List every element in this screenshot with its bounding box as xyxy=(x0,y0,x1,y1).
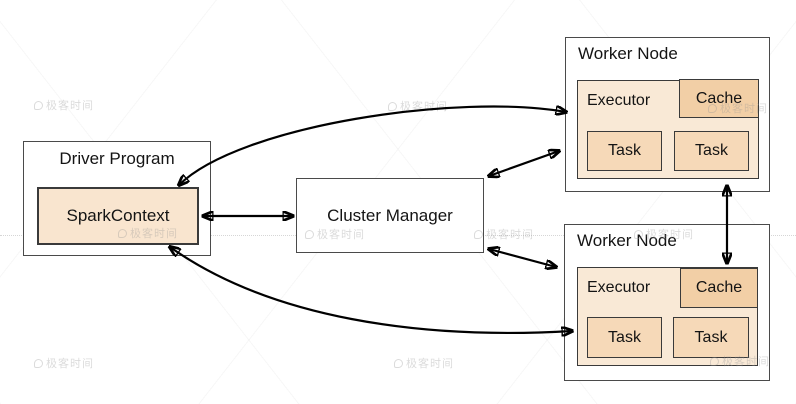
watermark-logo-icon xyxy=(394,358,403,368)
watermark-text: 极客时间 xyxy=(406,358,454,370)
watermark: 极客时间 xyxy=(34,355,94,371)
watermark-text: 极客时间 xyxy=(400,101,448,113)
arrow-sparkcontext-worker2-curve xyxy=(170,247,572,333)
arrow-clustermanager-worker2 xyxy=(489,249,556,267)
task-2-2-label: Task xyxy=(694,328,728,346)
executor-2-label: Executor xyxy=(587,279,651,296)
spark-context-box: SparkContext xyxy=(37,187,199,245)
watermark: 极客时间 xyxy=(394,355,454,371)
worker-node-1-box: Worker Node Executor Cache Task Task xyxy=(565,37,770,192)
worker-node-1-label: Worker Node xyxy=(578,44,678,63)
watermark-logo-icon xyxy=(388,101,397,111)
task-1-2-box: Task xyxy=(674,131,749,171)
task-2-1-box: Task xyxy=(587,317,662,358)
cache-1-box: Cache xyxy=(679,79,759,119)
task-1-2-label: Task xyxy=(695,142,728,159)
executor-1-box: Executor Cache Task Task xyxy=(577,79,759,179)
watermark: 极客时间 xyxy=(388,98,448,114)
cluster-manager-box: Cluster Manager xyxy=(296,178,484,253)
cache-2-box: Cache xyxy=(680,268,758,308)
watermark-text: 极客时间 xyxy=(486,229,534,241)
watermark-text: 极客时间 xyxy=(46,100,94,112)
task-2-1-label: Task xyxy=(608,328,641,346)
watermark-text: 极客时间 xyxy=(46,358,94,370)
task-1-1-label: Task xyxy=(608,142,641,159)
driver-program-label: Driver Program xyxy=(59,149,175,168)
cache-1-label: Cache xyxy=(695,89,743,107)
arrow-sparkcontext-worker1-curve xyxy=(179,107,566,185)
watermark-logo-icon xyxy=(34,100,43,110)
worker-node-2-box: Worker Node Executor Cache Task Task xyxy=(564,224,770,381)
watermark-logo-icon xyxy=(34,358,43,368)
worker-node-2-label: Worker Node xyxy=(577,231,677,250)
executor-1-label: Executor xyxy=(587,92,651,109)
cache-2-label: Cache xyxy=(695,279,743,296)
task-1-1-box: Task xyxy=(587,131,662,171)
executor-2-box: Executor Cache Task Task xyxy=(577,267,758,366)
cluster-manager-label: Cluster Manager xyxy=(327,205,453,225)
spark-context-label: SparkContext xyxy=(66,206,170,225)
task-2-2-box: Task xyxy=(673,317,749,358)
watermark: 极客时间 xyxy=(34,97,94,113)
arrow-clustermanager-worker1 xyxy=(489,151,559,176)
